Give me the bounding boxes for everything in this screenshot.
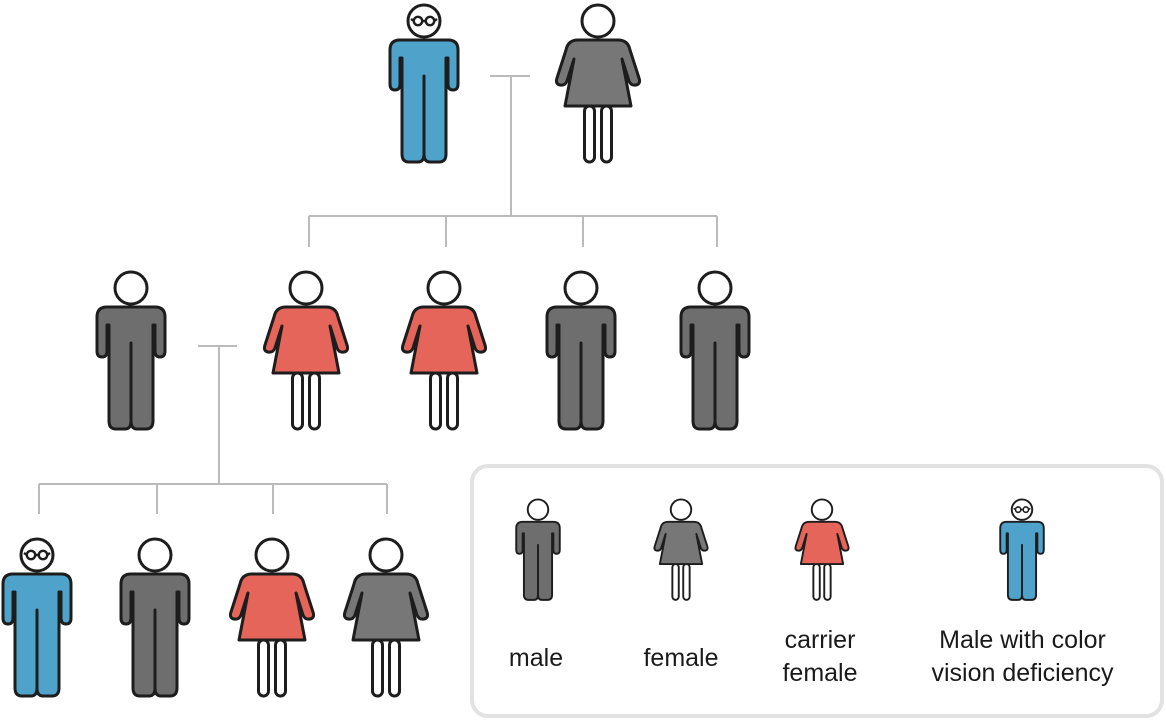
male-icon <box>515 498 561 601</box>
carrier-female-figure <box>262 270 350 431</box>
male-figure <box>95 270 167 431</box>
male-figure <box>545 270 617 431</box>
pedigree-connectors <box>38 75 718 514</box>
female-figure <box>342 537 430 698</box>
carrier-female-figure <box>400 270 488 431</box>
legend-label-carrier-female: carrier female <box>782 626 858 687</box>
legend-label-male: male <box>508 644 564 672</box>
male-figure <box>119 537 191 698</box>
legend-figures <box>515 498 1045 601</box>
deficient-male-figure <box>1 537 73 698</box>
legend-label-female: female <box>643 644 719 672</box>
glasses-icon <box>410 15 438 27</box>
glasses-icon <box>23 549 51 561</box>
carrier-female-icon <box>794 498 850 601</box>
female-figure <box>554 3 642 164</box>
female-icon <box>653 498 709 601</box>
deficient-male-figure <box>388 3 460 164</box>
glasses-icon <box>1013 506 1031 514</box>
carrier-female-figure <box>228 537 316 698</box>
male-figure <box>679 270 751 431</box>
legend-label-deficient-male: Male with color vision deficiency <box>931 626 1114 687</box>
deficient-male-icon <box>999 498 1045 601</box>
family-members <box>1 3 751 698</box>
